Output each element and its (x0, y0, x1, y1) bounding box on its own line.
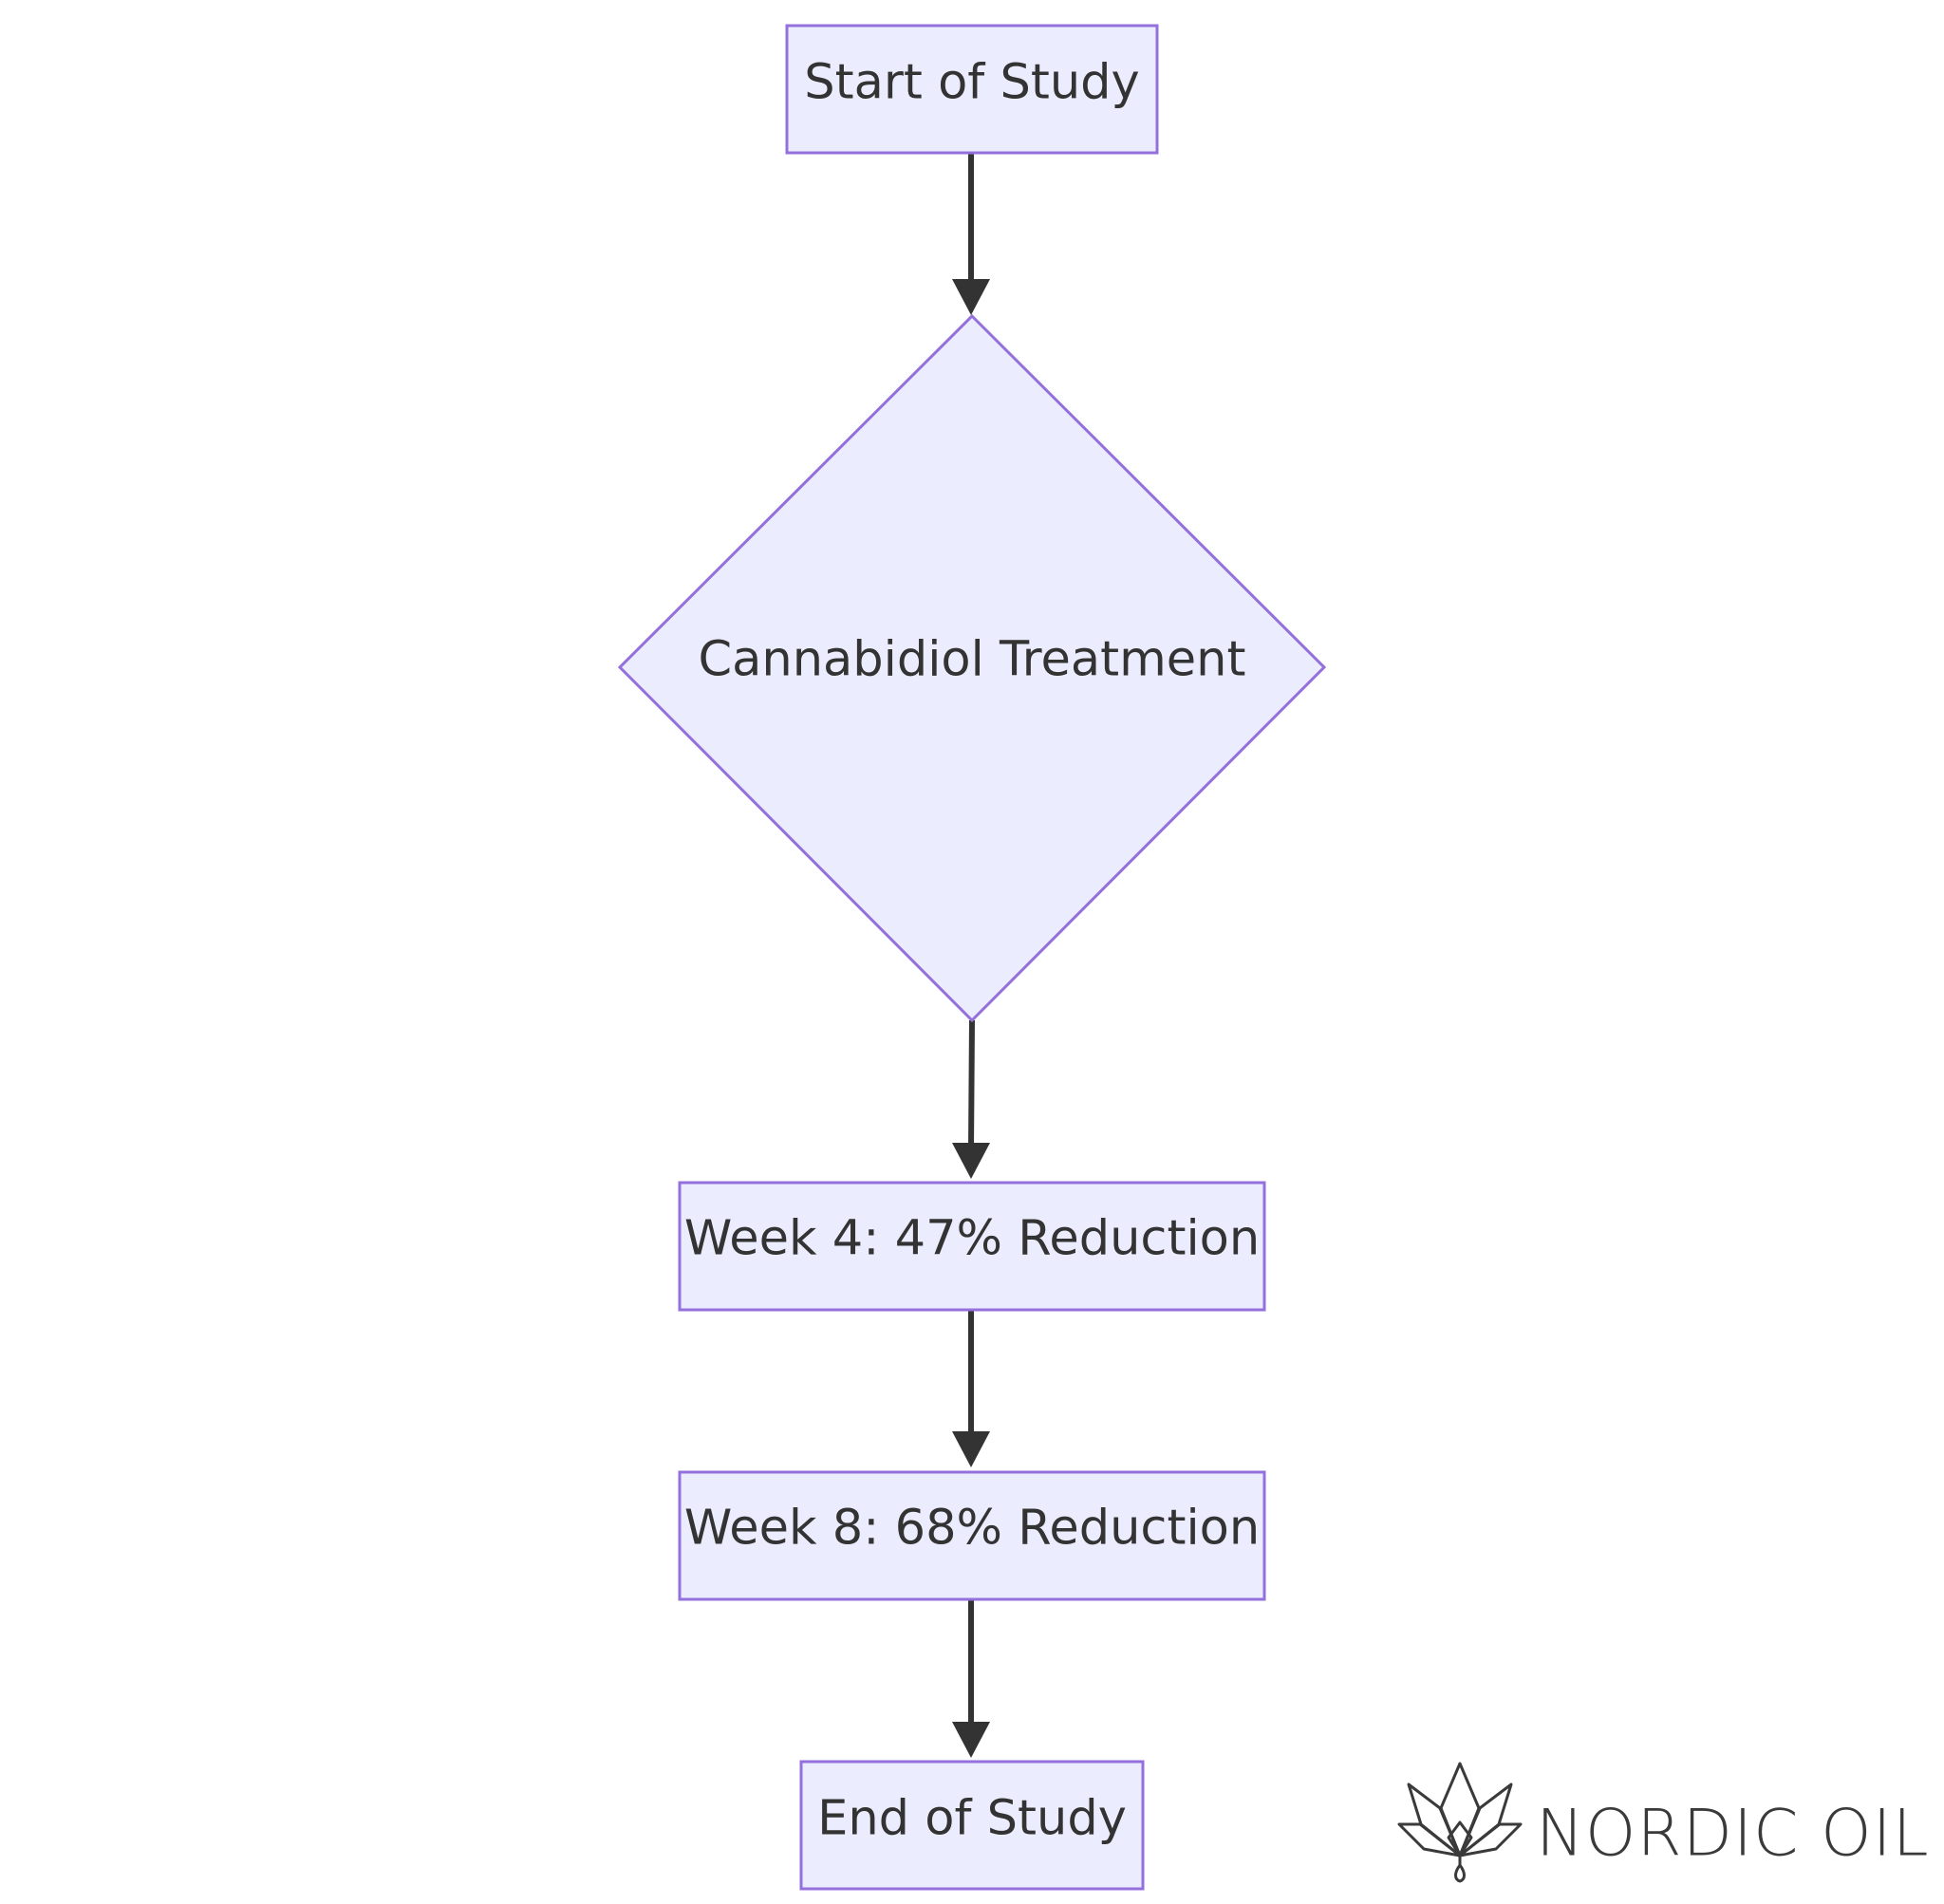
node-start: Start of Study (785, 24, 1159, 155)
node-week4: Week 4: 47% Reduction (678, 1181, 1266, 1312)
node-week8: Week 8: 68% Reduction (678, 1470, 1266, 1601)
nordic-oil-logo: NORDIC OIL (1397, 1762, 1930, 1883)
cannabis-leaf-icon (1397, 1762, 1523, 1883)
node-treatment-label: Cannabidiol Treatment (699, 632, 1246, 688)
node-start-label: Start of Study (804, 55, 1139, 111)
node-end-label: End of Study (817, 1791, 1127, 1847)
node-end-box (799, 1760, 1145, 1891)
node-week4-box (678, 1181, 1266, 1312)
brand-name: NORDIC OIL (1536, 1797, 1930, 1872)
node-week8-label: Week 8: 68% Reduction (684, 1501, 1260, 1557)
node-treatment: Cannabidiol Treatment (617, 313, 1327, 1023)
node-week8-box (678, 1470, 1266, 1601)
edge-start-to-treatment (952, 154, 990, 315)
edge-week8-to-end (952, 1600, 990, 1758)
node-start-box (785, 24, 1159, 155)
edge-treatment-to-week4 (952, 1019, 990, 1179)
node-week4-label: Week 4: 47% Reduction (684, 1211, 1260, 1267)
node-end: End of Study (799, 1760, 1145, 1891)
edge-week4-to-week8 (952, 1311, 990, 1467)
node-treatment-diamond (617, 313, 1327, 1023)
